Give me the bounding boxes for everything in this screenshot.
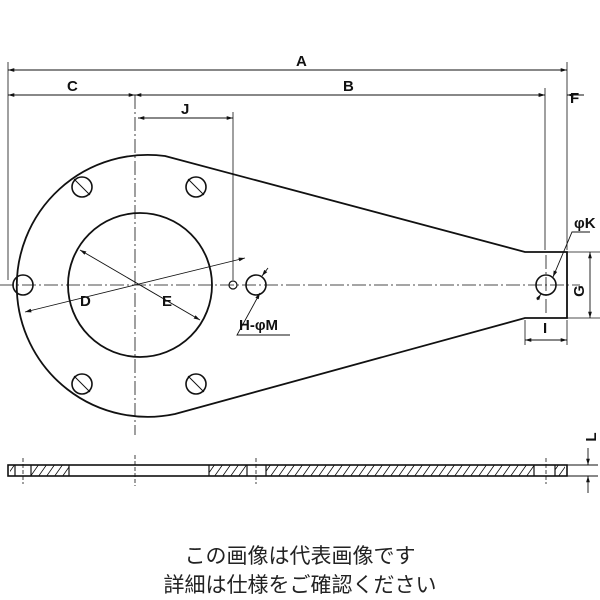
caption-line-2: 詳細は仕様をご確認ください: [163, 573, 437, 597]
plate-outline: [15, 153, 568, 418]
dim-label-b: B: [343, 78, 354, 95]
dim-label-f: F: [570, 90, 579, 107]
dim-label-l: L: [583, 432, 600, 441]
dim-label-a: A: [296, 53, 307, 70]
dim-label-j: J: [181, 101, 189, 118]
dim-label-k: φK: [574, 215, 596, 232]
dim-label-c: C: [67, 78, 78, 95]
dim-label-h-m: H-φM: [239, 317, 278, 334]
dim-label-g: G: [571, 285, 588, 297]
bolt-holes: [12, 176, 557, 395]
dim-label-i: I: [543, 320, 547, 337]
dim-label-e: E: [162, 293, 172, 310]
dim-label-d: D: [80, 293, 91, 310]
caption-line-1: この画像は代表画像です: [184, 544, 416, 568]
section-view: [7, 455, 568, 486]
